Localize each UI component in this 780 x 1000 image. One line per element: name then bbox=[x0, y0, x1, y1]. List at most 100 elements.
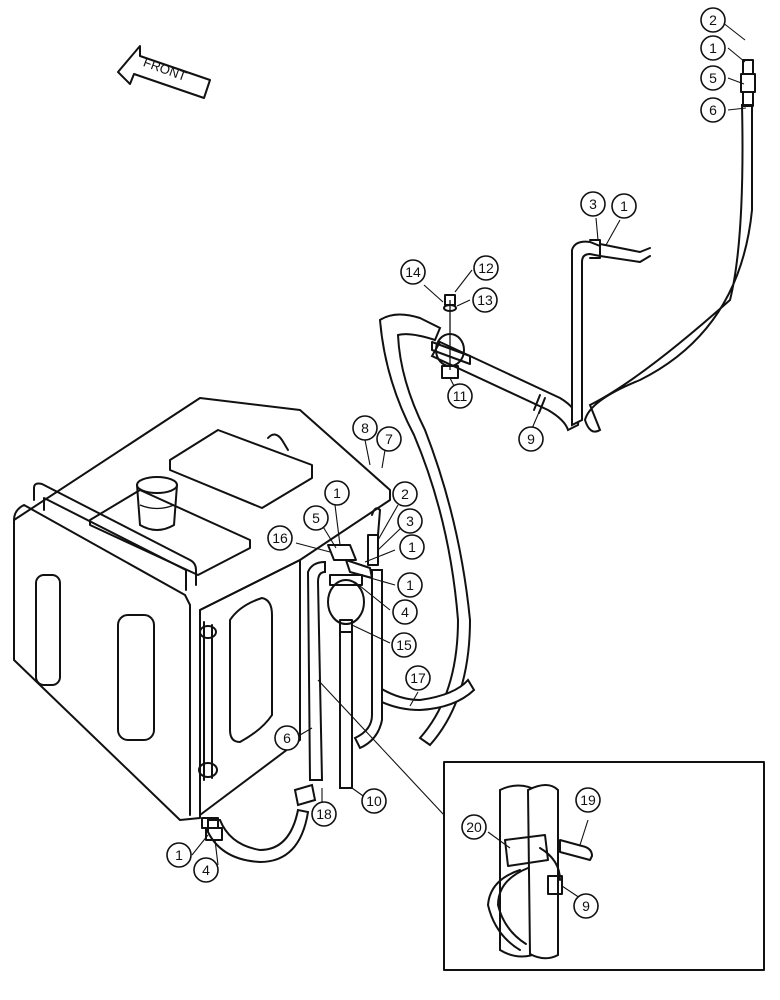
callout-number: 20 bbox=[466, 819, 482, 835]
callout-circle bbox=[391, 632, 417, 658]
callout-4-low: 4 bbox=[193, 857, 219, 883]
callout-6-low: 6 bbox=[274, 725, 300, 751]
callout-number: 8 bbox=[361, 420, 369, 436]
fuel-tank bbox=[13, 397, 391, 821]
callout-circle bbox=[580, 191, 606, 217]
callout-circle bbox=[400, 259, 426, 285]
callout-15: 15 bbox=[391, 632, 417, 658]
callout-number: 9 bbox=[582, 898, 590, 914]
callout-11: 11 bbox=[447, 383, 473, 409]
long-loop-hose bbox=[372, 313, 476, 747]
callout-2-top: 2 bbox=[700, 7, 726, 33]
callout-9-inset: 9 bbox=[573, 893, 599, 919]
callout-12: 12 bbox=[473, 255, 499, 281]
callout-circle bbox=[397, 572, 423, 598]
callout-13: 13 bbox=[472, 287, 498, 313]
inset-detail bbox=[317, 679, 765, 971]
callout-circle bbox=[392, 481, 418, 507]
callout-number: 19 bbox=[580, 792, 596, 808]
callout-number: 16 bbox=[272, 530, 288, 546]
callout-17: 17 bbox=[405, 665, 431, 691]
callout-1-upper: 1 bbox=[611, 193, 637, 219]
callout-1-low: 1 bbox=[166, 842, 192, 868]
callout-circle bbox=[267, 525, 293, 551]
callout-circle bbox=[392, 599, 418, 625]
callout-number: 4 bbox=[401, 604, 409, 620]
callout-number: 1 bbox=[620, 198, 628, 214]
front-arrow: FRONT bbox=[117, 45, 211, 99]
callout-number: 3 bbox=[589, 196, 597, 212]
callout-8: 8 bbox=[352, 415, 378, 441]
callout-number: 15 bbox=[396, 637, 412, 653]
callout-circle bbox=[575, 787, 601, 813]
callout-number: 10 bbox=[366, 793, 382, 809]
callout-1-mid: 1 bbox=[324, 480, 350, 506]
callout-10: 10 bbox=[361, 788, 387, 814]
inset-frame bbox=[443, 761, 765, 971]
callout-circle bbox=[611, 193, 637, 219]
callout-number: 2 bbox=[709, 12, 717, 28]
callout-circle bbox=[311, 801, 337, 827]
callout-circle bbox=[700, 7, 726, 33]
callout-number: 4 bbox=[202, 862, 210, 878]
callout-circle bbox=[361, 788, 387, 814]
callout-1-mid3: 1 bbox=[397, 572, 423, 598]
callout-1-mid2: 1 bbox=[399, 534, 425, 560]
callout-7: 7 bbox=[376, 426, 402, 452]
callout-5-top: 5 bbox=[700, 65, 726, 91]
callout-4-mid: 4 bbox=[392, 599, 418, 625]
callout-number: 17 bbox=[410, 670, 426, 686]
callout-number: 6 bbox=[283, 730, 291, 746]
callout-circle bbox=[397, 508, 423, 534]
callout-number: 5 bbox=[709, 70, 717, 86]
callout-circle bbox=[324, 480, 350, 506]
callout-3-upper: 3 bbox=[580, 191, 606, 217]
callout-number: 1 bbox=[709, 40, 717, 56]
callout-18: 18 bbox=[311, 801, 337, 827]
callout-number: 3 bbox=[406, 513, 414, 529]
callout-circle bbox=[461, 814, 487, 840]
callout-circle bbox=[700, 35, 726, 61]
callout-number: 1 bbox=[406, 577, 414, 593]
callout-number: 2 bbox=[401, 486, 409, 502]
callout-circle bbox=[447, 383, 473, 409]
callout-circle bbox=[193, 857, 219, 883]
callout-number: 7 bbox=[385, 431, 393, 447]
callout-circle bbox=[700, 97, 726, 123]
callout-number: 13 bbox=[477, 292, 493, 308]
callout-3-mid: 3 bbox=[397, 508, 423, 534]
callout-6-top: 6 bbox=[700, 97, 726, 123]
callout-1-top: 1 bbox=[700, 35, 726, 61]
callout-circle bbox=[405, 665, 431, 691]
callout-number: 14 bbox=[405, 264, 421, 280]
callout-circle bbox=[518, 426, 544, 452]
callout-number: 11 bbox=[453, 388, 468, 404]
callout-circle bbox=[700, 65, 726, 91]
return-hoses bbox=[201, 560, 383, 864]
callout-circle bbox=[303, 505, 329, 531]
callout-circle bbox=[274, 725, 300, 751]
callout-circle bbox=[376, 426, 402, 452]
callout-19: 19 bbox=[575, 787, 601, 813]
callout-number: 6 bbox=[709, 102, 717, 118]
callout-16: 16 bbox=[267, 525, 293, 551]
callout-number: 9 bbox=[527, 431, 535, 447]
top-hose bbox=[583, 59, 756, 433]
callout-number: 1 bbox=[408, 539, 416, 555]
callout-number: 1 bbox=[333, 485, 341, 501]
callout-number: 5 bbox=[312, 510, 320, 526]
callout-9-upper: 9 bbox=[518, 426, 544, 452]
callout-circle bbox=[166, 842, 192, 868]
callout-2-mid: 2 bbox=[392, 481, 418, 507]
callout-circle bbox=[352, 415, 378, 441]
callout-number: 12 bbox=[478, 260, 494, 276]
callout-number: 18 bbox=[316, 806, 332, 822]
callout-circle bbox=[472, 287, 498, 313]
callout-circle bbox=[399, 534, 425, 560]
leader-lines bbox=[191, 21, 747, 899]
callout-20: 20 bbox=[461, 814, 487, 840]
callout-circle bbox=[573, 893, 599, 919]
